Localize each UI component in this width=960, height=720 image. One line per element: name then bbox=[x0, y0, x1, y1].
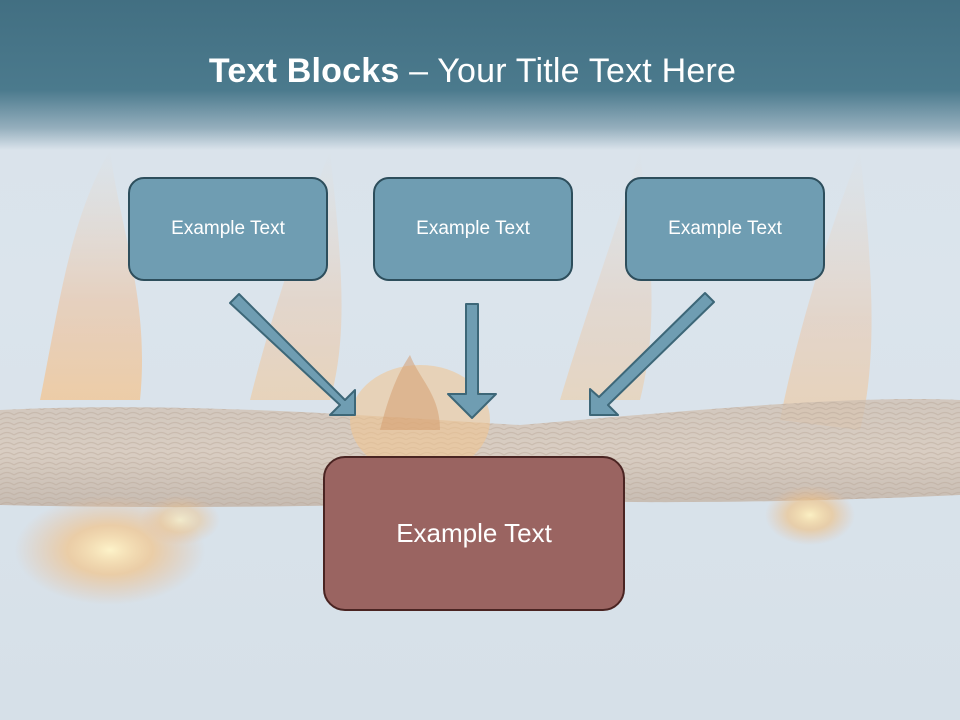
title-band bbox=[0, 0, 960, 150]
text-block-1[interactable]: Example Text bbox=[128, 177, 328, 281]
text-block-3[interactable]: Example Text bbox=[625, 177, 825, 281]
text-block-3-label: Example Text bbox=[668, 218, 782, 239]
arrow-down-right-icon bbox=[229, 293, 356, 416]
text-block-2-label: Example Text bbox=[416, 218, 530, 239]
main-text-block[interactable]: Example Text bbox=[323, 456, 625, 611]
main-text-block-label: Example Text bbox=[396, 518, 552, 548]
arrow-down-icon bbox=[447, 303, 497, 419]
title-bold: Text Blocks bbox=[208, 52, 400, 90]
arrow-down-left-icon bbox=[589, 292, 715, 416]
title-rest: Your Title Text Here bbox=[437, 52, 737, 90]
text-block-1-label: Example Text bbox=[171, 218, 285, 239]
slide-title: Text Blocks – Your Title Text Here bbox=[0, 52, 945, 91]
text-block-2[interactable]: Example Text bbox=[373, 177, 573, 281]
title-dash: – bbox=[399, 52, 438, 90]
